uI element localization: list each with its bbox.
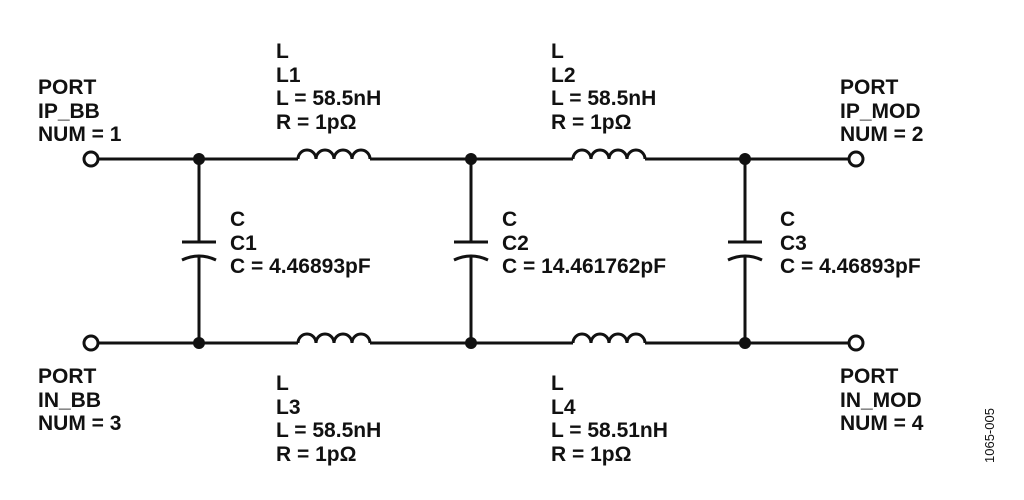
port-2-terminal <box>847 150 865 168</box>
port-3-type: PORT <box>38 365 97 388</box>
capacitor-c2-value: C = 14.461762pF <box>502 255 667 278</box>
capacitor-c3-label: C C3 C = 4.46893pF <box>780 208 921 279</box>
inductor-l2-name: L2 <box>551 63 576 87</box>
capacitor-c2-type: C <box>502 208 518 231</box>
port-3-label: PORT IN_BB NUM = 3 <box>38 365 121 436</box>
inductor-l1-coil <box>296 148 372 160</box>
capacitor-c3-value: C = 4.46893pF <box>780 255 921 278</box>
inductor-l1-name: L1 <box>276 63 301 87</box>
capacitor-c1-value: C = 4.46893pF <box>230 255 371 278</box>
port-1-num: NUM = 1 <box>38 123 122 146</box>
port-3-name: IN_BB <box>38 388 102 412</box>
port-4-label: PORT IN_MOD NUM = 4 <box>840 365 923 436</box>
port-2-name: IP_MOD <box>840 99 921 123</box>
capacitor-c1-type: C <box>230 208 246 231</box>
junction-dot <box>739 337 751 349</box>
figure-id: 1065-005 <box>982 408 997 463</box>
junction-dot <box>193 153 205 165</box>
capacitor-c2-label: C C2 C = 14.461762pF <box>502 208 666 279</box>
junction-dot <box>739 153 751 165</box>
inductor-l2-label: L L2 L = 58.5nH R = 1pΩ <box>551 40 656 134</box>
capacitor-c1-name: C1 <box>230 231 257 255</box>
port-3-terminal <box>82 334 100 352</box>
inductor-l4-resistance: R = 1pΩ <box>551 442 632 466</box>
inductor-l2-type: L <box>551 40 564 63</box>
inductor-l2-resistance: R = 1pΩ <box>551 110 632 134</box>
port-1-name: IP_BB <box>38 99 100 123</box>
inductor-l4-type: L <box>551 372 564 395</box>
port-1-terminal <box>82 150 100 168</box>
port-4-name: IN_MOD <box>840 388 922 412</box>
inductor-l3-name: L3 <box>276 395 301 419</box>
inductor-l4-name: L4 <box>551 395 576 419</box>
inductor-l3-value: L = 58.5nH <box>276 419 382 442</box>
junction-dot <box>193 337 205 349</box>
capacitor-c1-label: C C1 C = 4.46893pF <box>230 208 371 279</box>
inductor-l1-label: L L1 L = 58.5nH R = 1pΩ <box>276 40 381 134</box>
inductor-l4-label: L L4 L = 58.51nH R = 1pΩ <box>551 372 668 466</box>
inductor-l3-type: L <box>276 372 289 395</box>
port-2-type: PORT <box>840 76 899 99</box>
capacitor-c3-name: C3 <box>780 231 807 255</box>
inductor-l4-coil <box>571 332 647 344</box>
inductor-l3-label: L L3 L = 58.5nH R = 1pΩ <box>276 372 381 466</box>
inductor-l1-value: L = 58.5nH <box>276 87 382 110</box>
inductor-l1-resistance: R = 1pΩ <box>276 110 357 134</box>
inductor-l1-type: L <box>276 40 289 63</box>
inductor-l2-coil <box>571 148 647 160</box>
capacitor-c3-type: C <box>780 208 796 231</box>
inductor-l3-coil <box>296 332 372 344</box>
port-4-num: NUM = 4 <box>840 412 924 435</box>
port-2-label: PORT IP_MOD NUM = 2 <box>840 76 923 147</box>
inductor-l3-resistance: R = 1pΩ <box>276 442 357 466</box>
port-1-label: PORT IP_BB NUM = 1 <box>38 76 121 147</box>
port-4-terminal <box>847 334 865 352</box>
inductor-l4-value: L = 58.51nH <box>551 419 668 442</box>
inductor-l2-value: L = 58.5nH <box>551 87 657 110</box>
junction-dot <box>465 337 477 349</box>
port-3-num: NUM = 3 <box>38 412 122 435</box>
port-2-num: NUM = 2 <box>840 123 924 146</box>
capacitor-c2-name: C2 <box>502 231 529 255</box>
port-1-type: PORT <box>38 76 97 99</box>
junction-dot <box>465 153 477 165</box>
port-4-type: PORT <box>840 365 899 388</box>
